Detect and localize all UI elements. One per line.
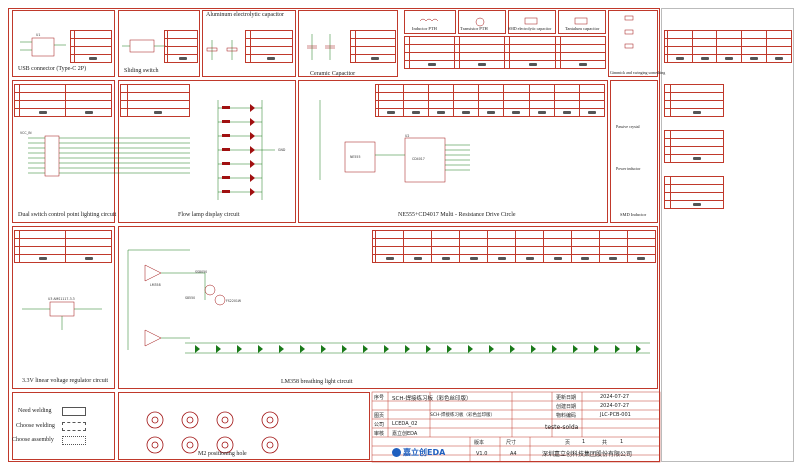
passive-label: Passive crystal [616, 124, 640, 129]
legend-choose-assembly-box [62, 436, 86, 445]
title-create-date: 2024-07-27 [600, 403, 630, 409]
pth-bom-table [403, 36, 607, 69]
ne555-section[interactable] [298, 80, 608, 223]
gold-section[interactable] [608, 10, 658, 77]
transistor-pth-label: Transistor PTH [460, 26, 488, 31]
part-gnd[interactable]: GND [278, 148, 286, 152]
right-bom-table-2 [664, 84, 725, 117]
smd-ind-label: SMD Inductor [620, 212, 647, 217]
transistor-pth-section[interactable] [458, 10, 506, 34]
title-material-label: 物料编码 [556, 413, 577, 419]
title-board-name: teste-solda [545, 424, 579, 431]
regulator-section[interactable] [12, 226, 115, 389]
part-u2[interactable]: U2 [405, 134, 410, 138]
ceramic-section[interactable] [298, 10, 398, 77]
flow-section-label: Flow lamp display circuit [178, 212, 240, 218]
title-project-name: SCH-焊接练习板（彩色丝印版） [392, 396, 472, 402]
lceda-logo: 嘉立创EDA [392, 446, 445, 458]
usb-section-label: USB connector (Type-C 2P) [18, 66, 87, 72]
part-u1[interactable]: U1 [36, 33, 41, 37]
gold-section-label: Gimmick and swinging something [610, 70, 666, 75]
right-bom-table-4 [664, 176, 725, 209]
legend-section [12, 392, 115, 460]
regulator-section-label: 3.3V linear voltage regulator circuit [22, 378, 109, 384]
lm358-section-label: LM358 breathing light circuit [281, 379, 353, 385]
right-bom-table-1 [664, 30, 792, 63]
smd-elec-section[interactable] [508, 10, 556, 34]
legend-need-welding: Need welding [18, 408, 52, 414]
title-total: 1 [620, 439, 624, 445]
part-s2201w[interactable]: FS2201W [226, 299, 242, 303]
title-drawing-name: SCH-焊接练习板（彩色丝印版） [430, 413, 496, 418]
tantalum-section[interactable] [558, 10, 606, 34]
title-material-code: JLC-PCB-001 [600, 412, 631, 418]
inductor-pth-section[interactable] [404, 10, 456, 34]
ne555-section-label: NE555+CD4017 Multi - Resistance Drive Ci… [398, 212, 516, 218]
right-bom-table-3 [664, 130, 725, 163]
slide-section-label: Sliding switch [124, 68, 159, 74]
lceda-logo-icon [392, 447, 401, 457]
title-update-date-label: 更新日期 [556, 395, 577, 401]
title-process-label: 序号 [374, 395, 385, 401]
right-panel-border [661, 8, 794, 462]
slide-bom-table [163, 30, 198, 63]
sheet-border [8, 8, 660, 462]
ceramic-section-label: Ceramic Capacitor [310, 71, 356, 77]
title-page: 1 [582, 439, 586, 445]
power-ind-label: Power inductor [616, 166, 641, 171]
regulator-bom-table [13, 230, 112, 263]
title-checker-label: 审核 [374, 431, 385, 437]
dip-section-label: Dual switch control point lighting circu… [18, 212, 117, 218]
title-version-label: 版本 [474, 440, 485, 446]
title-update-date: 2024-07-27 [600, 394, 630, 400]
flow-section[interactable] [118, 80, 296, 223]
part-u3[interactable]: U3 AMS1117-3.3 [48, 297, 75, 301]
legend-choose-assembly: Choose assembly [12, 437, 54, 443]
part-ss8050[interactable]: SS8050 [195, 270, 208, 274]
tantalum-label: Tantalum capacitor [565, 26, 600, 31]
part-cd4017[interactable]: CD4017 [412, 157, 425, 161]
alu-section[interactable] [202, 10, 296, 77]
part-vcc-in[interactable]: VCC_IN [20, 131, 32, 135]
alu-section-label: Aluminum electrolytic capacitor [206, 12, 284, 18]
title-size: A4 [510, 451, 517, 457]
legend-choose-welding-box [62, 422, 86, 431]
dip-bom-table [13, 84, 112, 117]
legend-choose-welding: Choose welding [16, 423, 55, 429]
title-company: LCEDA_02 [392, 421, 418, 427]
m2-section-label: M2 positioning hole [198, 451, 247, 457]
ne555-bom-table [375, 84, 606, 117]
title-create-date-label: 创建日期 [556, 404, 577, 410]
right-stack-section[interactable] [610, 80, 658, 223]
legend-need-welding-box [62, 407, 86, 416]
usb-section[interactable] [12, 10, 115, 77]
title-of-label: 共 [602, 440, 608, 446]
title-checker: 嘉立创EDA [392, 431, 418, 437]
smd-elec-label: SMD electrolytic capacitor [508, 26, 552, 31]
title-page-label: 页 [565, 440, 571, 446]
m2-section[interactable] [118, 392, 370, 460]
lm358-section[interactable] [118, 226, 658, 389]
part-ne555[interactable]: NE555 [350, 155, 361, 159]
flow-bom-table [120, 84, 191, 117]
slide-section[interactable] [118, 10, 200, 77]
usb-bom-table [69, 30, 112, 63]
lm358-bom-table [371, 230, 657, 263]
dip-section[interactable] [12, 80, 115, 223]
title-vendor: 深圳嘉立创科技集团股份有限公司 [542, 451, 633, 458]
title-drawing-label: 图页 [374, 413, 385, 419]
ceramic-bom-table [350, 30, 396, 63]
part-s8550[interactable]: S8550 [185, 296, 196, 300]
alu-bom-table [245, 30, 294, 63]
inductor-pth-label: Inductor PTH [412, 26, 437, 31]
title-company-label: 公司 [374, 422, 385, 428]
lceda-logo-text: 嘉立创EDA [403, 447, 446, 457]
part-lm358[interactable]: LM358 [150, 283, 161, 287]
title-size-label: 尺寸 [506, 440, 517, 446]
title-version: V1.0 [476, 451, 488, 457]
